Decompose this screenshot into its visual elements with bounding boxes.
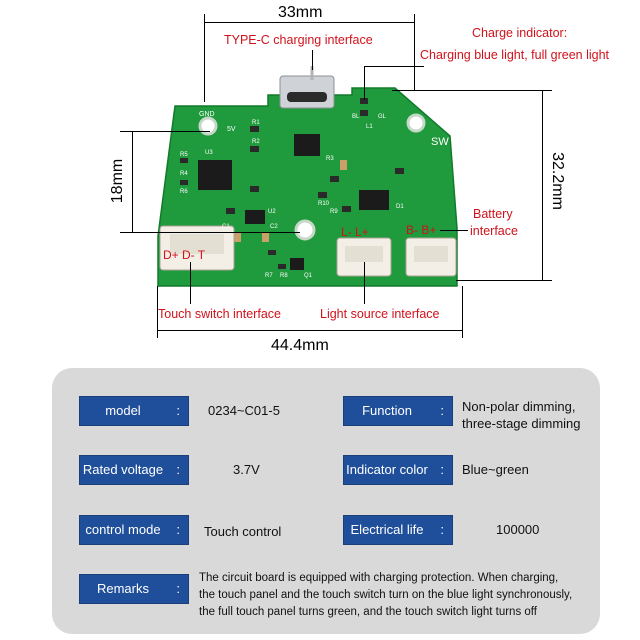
light-pads-label: L- L+ <box>341 225 369 239</box>
spec-key-control-mode: control mode: <box>79 515 189 545</box>
touch-switch-callout: Touch switch interface <box>158 307 281 321</box>
silkscreen-label: R4 <box>180 171 188 177</box>
sw-label: SW <box>431 136 449 148</box>
transistor-q1 <box>290 258 304 270</box>
battery-callout-2: interface <box>470 224 518 238</box>
gnd-label: GND <box>199 111 215 118</box>
typec-callout: TYPE-C charging interface <box>224 33 373 47</box>
silkscreen-label: BL <box>352 114 360 120</box>
dim-left-line <box>132 131 133 232</box>
silkscreen-label: U2 <box>268 209 276 215</box>
dim-left-top-tick <box>120 131 210 132</box>
spec-val-function-2: three-stage dimming <box>462 416 581 431</box>
charge-indicator-leader-v <box>364 66 365 100</box>
silkscreen-label: R10 <box>318 201 330 207</box>
battery-leader <box>440 230 468 231</box>
battery-pads-label: B- B+ <box>406 223 436 237</box>
charge-indicator-leader-h <box>364 66 424 67</box>
spec-key-model: model: <box>79 396 189 426</box>
silkscreen-label: Q1 <box>304 273 313 279</box>
spec-key-rated-voltage: Rated voltage: <box>79 455 189 485</box>
silkscreen-label: R3 <box>326 156 334 162</box>
mounting-hole-right <box>406 113 426 133</box>
spec-key-electrical-life: Electrical life: <box>343 515 453 545</box>
dim-top-width: 33mm <box>278 4 323 21</box>
dim-right-bottom-tick <box>456 280 552 281</box>
silkscreen-label: R2 <box>252 139 260 145</box>
mounting-hole-center <box>294 219 316 241</box>
spec-val-remarks-1: The circuit board is equipped with charg… <box>199 572 559 584</box>
spec-val-indicator-color: Blue~green <box>462 462 529 477</box>
chip-u1 <box>294 134 320 156</box>
typec-leader <box>312 50 313 70</box>
dim-bottom-right-tick <box>462 286 463 338</box>
spec-val-function-1: Non-polar dimming, <box>462 399 576 414</box>
silkscreen-label: GL <box>378 114 387 120</box>
spec-val-control-mode: Touch control <box>204 524 282 539</box>
silkscreen-label: C2 <box>270 224 278 230</box>
silkscreen-label: C1 <box>222 224 230 230</box>
chip-u2 <box>245 210 265 224</box>
dim-top-right-tick <box>414 14 415 90</box>
dim-bottom-line <box>157 330 462 331</box>
pcb-board-illustration: GND 5V SW D+ D- T L- L+ B- B+ U3 R1R2R3R4… <box>157 66 458 287</box>
chip-u3 <box>198 160 232 190</box>
silkscreen-label: R7 <box>265 273 273 279</box>
spec-val-remarks-3: the full touch panel turns green, and th… <box>199 606 537 618</box>
battery-callout-1: Battery <box>473 207 513 221</box>
dim-right-line <box>542 90 543 280</box>
dim-left-bottom-tick <box>120 232 300 233</box>
silkscreen-label: U3 <box>205 150 213 156</box>
charge-indicator-title: Charge indicator: <box>472 26 568 40</box>
mounting-hole-left <box>198 116 218 136</box>
spec-val-rated-voltage: 3.7V <box>233 462 260 477</box>
diode-d1 <box>359 190 389 210</box>
silkscreen-label: R5 <box>180 152 188 158</box>
dim-top-line <box>204 22 414 23</box>
5v-label: 5V <box>227 126 236 133</box>
spec-key-indicator-color: Indicator color: <box>343 455 453 485</box>
silkscreen-label: L1 <box>366 124 373 130</box>
silkscreen-label: R6 <box>180 189 188 195</box>
silkscreen-label: R8 <box>280 273 288 279</box>
spec-val-model: 0234~C01-5 <box>208 403 280 418</box>
charge-indicator-desc: Charging blue light, full green light <box>420 48 610 62</box>
silkscreen-label: R9 <box>330 209 338 215</box>
dim-right-height: 32.2mm <box>548 152 566 210</box>
spec-key-function: Function: <box>343 396 453 426</box>
dim-bottom-left-tick <box>157 286 158 338</box>
touch-pads-label: D+ D- T <box>163 248 206 262</box>
light-source-leader <box>364 262 365 304</box>
dim-bottom-width: 44.4mm <box>271 337 329 354</box>
dim-top-left-tick <box>204 14 205 102</box>
spec-key-remarks: Remarks: <box>79 574 189 604</box>
spec-val-electrical-life: 100000 <box>496 522 540 537</box>
touch-switch-leader <box>190 262 191 304</box>
dim-left-height: 18mm <box>109 158 127 204</box>
light-source-callout: Light source interface <box>320 307 440 321</box>
spec-val-remarks-2: the touch panel and the touch switch tur… <box>199 589 573 601</box>
silkscreen-label: D1 <box>396 204 404 210</box>
silkscreen-label: R1 <box>252 120 260 126</box>
dim-right-top-tick <box>392 90 552 91</box>
